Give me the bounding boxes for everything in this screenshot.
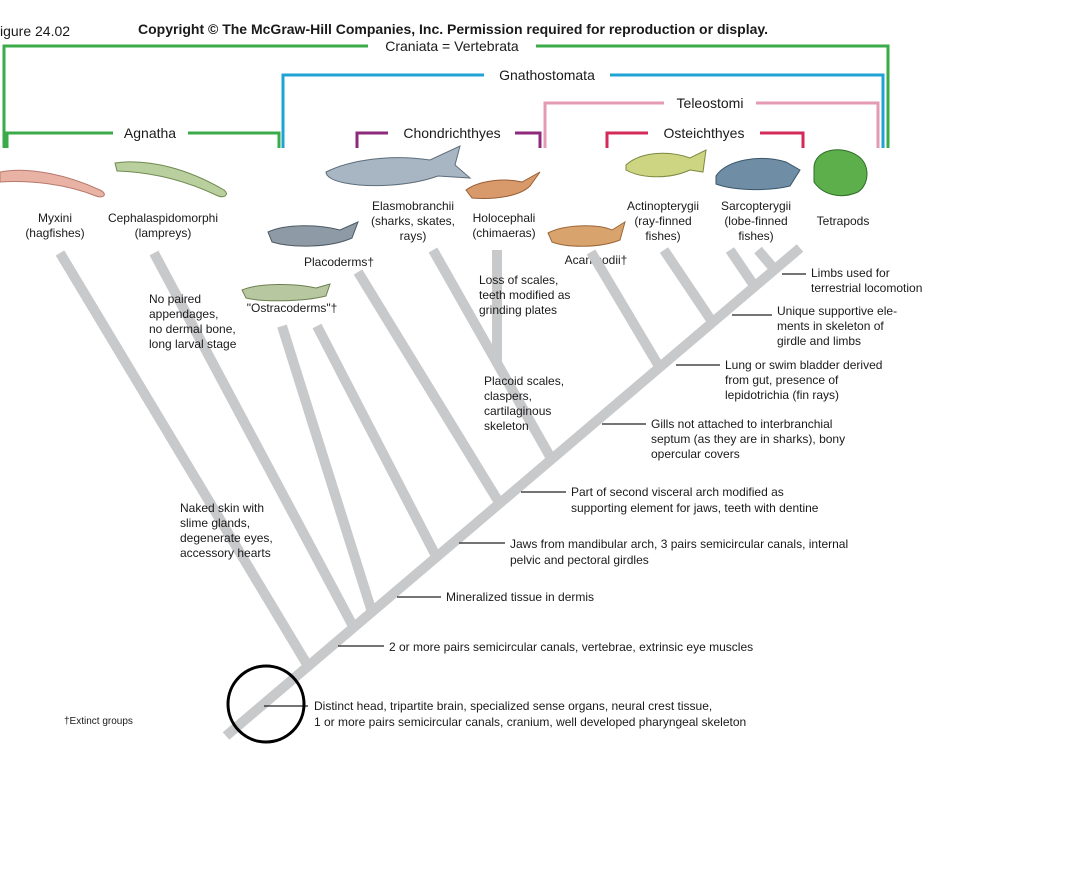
group-tree-branches xyxy=(55,244,804,740)
group-brackets: Craniata = Vertebrata Gnathostomata Tele… xyxy=(2,38,890,148)
character-supportive-elements: Unique supportive ele-ments in skeleton … xyxy=(777,304,897,348)
branch-ostracoderms-a xyxy=(277,324,377,614)
chondrichthyes-bracket-left xyxy=(355,131,388,148)
osteichthyes-bracket-left xyxy=(605,131,648,148)
taxon-ostracoderms: "Ostracoderms"† xyxy=(247,301,338,315)
craniata-label: Craniata = Vertebrata xyxy=(385,38,519,54)
placoderm-illustration xyxy=(267,221,359,247)
ostracoderm-illustration xyxy=(241,283,331,302)
chondrichthyes-bracket-right xyxy=(515,131,542,148)
craniata-bracket-left xyxy=(2,44,368,148)
teleostomi-label: Teleostomi xyxy=(677,95,744,111)
branch-trunk xyxy=(222,244,804,740)
character-jaws: Jaws from mandibular arch, 3 pairs semic… xyxy=(510,537,848,567)
agnatha-bracket-left xyxy=(5,131,113,148)
chimaera-illustration xyxy=(465,171,541,199)
gnathostomata-label: Gnathostomata xyxy=(499,67,595,83)
gnathostomata-bracket-right xyxy=(610,73,885,148)
branch-sarcopterygii xyxy=(725,247,760,290)
taxon-cephalaspidomorphi: Cephalaspidomorphi(lampreys) xyxy=(108,211,218,240)
copyright-notice: Copyright © The McGraw-Hill Companies, I… xyxy=(138,21,768,37)
chondrichthyes-label: Chondrichthyes xyxy=(403,125,500,141)
taxon-placoderms: Placoderms† xyxy=(304,255,374,269)
osteichthyes-bracket-right xyxy=(760,131,805,148)
character-semicircular-canals: 2 or more pairs semicircular canals, ver… xyxy=(389,640,753,654)
acanthodian-illustration xyxy=(547,220,626,247)
root-highlight-circle xyxy=(226,664,306,744)
branch-placoderms xyxy=(353,269,505,507)
craniata-bracket-right xyxy=(536,44,890,148)
figure-label: igure 24.02 xyxy=(0,23,70,39)
frog-illustration xyxy=(813,149,868,197)
branch-acanthodii xyxy=(586,249,665,371)
lamprey-illustration xyxy=(114,161,227,198)
group-leader-lines xyxy=(264,273,806,707)
gnathostomata-bracket-left xyxy=(281,73,484,148)
teleostomi-bracket-left xyxy=(543,101,664,148)
taxon-tetrapods: Tetrapods xyxy=(817,214,870,228)
character-visceral-arch: Part of second visceral arch modified as… xyxy=(571,485,819,515)
osteichthyes-label: Osteichthyes xyxy=(664,125,745,141)
branch-cephalaspidomorphi xyxy=(149,250,359,631)
lobe-finned-fish-illustration xyxy=(715,158,801,191)
taxon-myxini: Myxini(hagfishes) xyxy=(25,211,84,240)
taxon-elasmobranchii: Elasmobranchii(sharks, skates,rays) xyxy=(371,199,455,243)
branch-sarcopterygii-b xyxy=(754,246,779,274)
character-distinct-head: Distinct head, tripartite brain, special… xyxy=(314,699,746,729)
agnatha-bracket-right xyxy=(188,131,281,148)
teleostomi-bracket-right xyxy=(756,101,880,148)
agnatha-label: Agnatha xyxy=(124,125,176,141)
branch-ostracoderms-b xyxy=(312,323,442,561)
branch-myxini xyxy=(55,250,313,669)
hagfish-illustration xyxy=(0,169,105,198)
branch-actinopterygii xyxy=(659,247,718,326)
taxon-holocephali: Holocephali(chimaeras) xyxy=(472,211,535,240)
ray-finned-fish-illustration xyxy=(625,149,707,178)
group-taxa: Myxini(hagfishes) Cephalaspidomorphi(lam… xyxy=(25,199,869,315)
group-animals xyxy=(0,145,868,302)
extinct-groups-note: †Extinct groups xyxy=(64,716,133,727)
character-mineralized-tissue: Mineralized tissue in dermis xyxy=(446,590,594,604)
shark-illustration xyxy=(325,145,472,187)
